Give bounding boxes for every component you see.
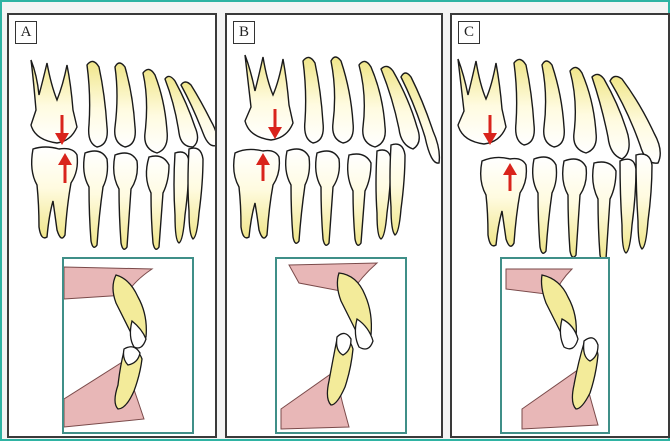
upper-molar: [31, 60, 77, 143]
lower-incisor-lateral: [174, 152, 189, 243]
panel-a: A: [7, 13, 217, 438]
lower-premolar-1: [286, 149, 310, 243]
lower-premolar-2: [114, 153, 138, 249]
panel-b: B: [225, 13, 443, 438]
panel-c-dentition: [452, 15, 668, 285]
upper-premolar-1: [303, 57, 323, 143]
upper-premolar-2: [331, 57, 353, 143]
lower-premolar-1: [533, 157, 557, 253]
upper-gingiva: [289, 263, 377, 293]
lower-canine: [146, 156, 169, 249]
upper-premolar-1: [87, 61, 107, 147]
upper-incisor-lateral: [381, 66, 419, 149]
upper-premolar-2: [115, 63, 136, 147]
upper-premolar-1: [514, 59, 534, 145]
panel-a-incisor-inset: [62, 257, 194, 434]
panel-b-dentition: [227, 15, 441, 255]
lower-molar: [481, 157, 527, 246]
lower-incisor-central: [390, 144, 405, 235]
lower-incisor-lateral: [620, 159, 636, 253]
lower-canine: [593, 162, 616, 261]
lower-molar: [234, 149, 280, 238]
panel-a-dentition: [9, 15, 215, 255]
panel-c: C: [450, 13, 670, 438]
lower-incisor-central: [188, 148, 203, 239]
upper-canine: [570, 67, 596, 153]
upper-gingiva: [64, 267, 152, 299]
upper-canine: [359, 61, 385, 147]
lower-premolar-2: [316, 151, 340, 245]
upper-molar: [458, 59, 506, 144]
lower-incisor-lateral: [376, 150, 391, 239]
lower-incisor-central: [636, 154, 652, 249]
upper-canine: [143, 69, 167, 153]
lower-premolar-1: [84, 151, 108, 247]
lower-canine: [348, 154, 371, 245]
upper-premolar-2: [542, 61, 564, 147]
lower-premolar-2: [563, 159, 587, 257]
panel-b-incisor-inset: [275, 257, 407, 434]
panel-c-incisor-inset: [500, 257, 610, 434]
lower-molar: [32, 147, 78, 238]
